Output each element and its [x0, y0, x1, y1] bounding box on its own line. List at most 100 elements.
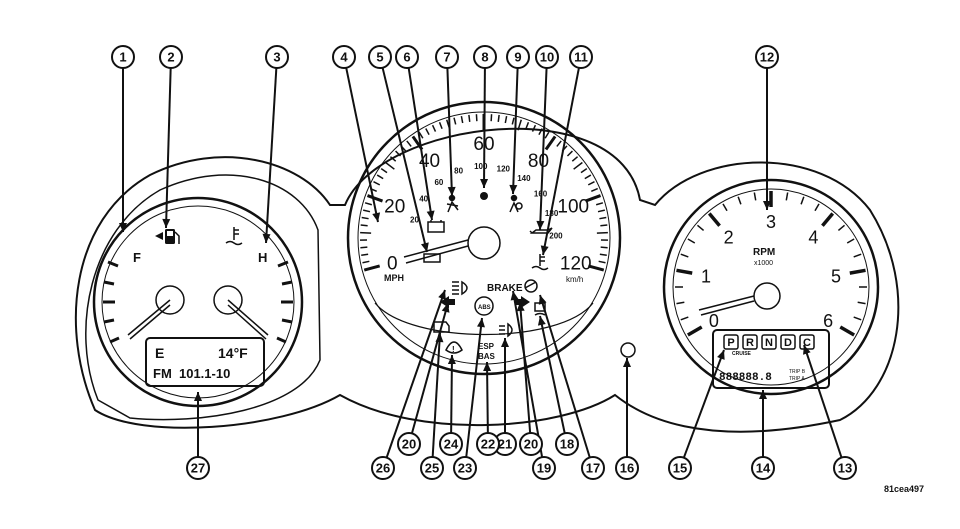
speedo-tick	[600, 224, 608, 227]
callout-circle	[265, 45, 289, 69]
fuel-needle	[127, 285, 185, 340]
speedo-mph-tick-label: 20	[384, 197, 405, 218]
speedo-unit-mph: MPH	[384, 273, 404, 283]
speedo-mph-tick-label: 80	[528, 151, 549, 172]
callout-arrowhead	[763, 201, 771, 210]
speedo-tick	[571, 156, 579, 162]
speedo-unit-kmh: km/h	[566, 275, 583, 284]
callout-circle	[368, 45, 392, 69]
brake-warning-label: BRAKE	[487, 283, 523, 294]
speedo-tick	[373, 181, 381, 186]
callout-arrowhead	[623, 358, 631, 367]
gear-label: P	[727, 337, 734, 349]
callout-leader	[165, 67, 172, 229]
tach-tick	[821, 212, 835, 227]
speedo-tick	[544, 135, 557, 151]
speedo-tick	[376, 174, 384, 180]
callout-leader	[345, 67, 379, 223]
temp-needle	[213, 285, 269, 340]
callout-arrowhead	[717, 350, 725, 360]
prndl-display	[712, 329, 830, 389]
speedo-tick	[389, 156, 397, 162]
speedo-tick	[511, 117, 515, 125]
temp-scale	[276, 260, 293, 344]
gear-label: C	[803, 337, 811, 349]
callout-leader	[385, 289, 446, 458]
callout-leader	[486, 361, 489, 434]
callout-number: 14	[756, 461, 771, 476]
speedo-tick	[364, 202, 373, 206]
speedo-tick	[366, 194, 384, 203]
speedo-tick	[504, 115, 508, 124]
callout-number: 24	[444, 437, 459, 452]
speedo-tick	[597, 209, 605, 213]
callout-number: 16	[620, 461, 634, 476]
gear-label: N	[765, 337, 773, 349]
callout-leader	[539, 67, 548, 231]
callout-number: 10	[540, 50, 554, 65]
speedo-kmh-tick-label: 80	[454, 167, 463, 176]
speedo-tick	[497, 114, 500, 122]
callout-circle	[615, 456, 639, 480]
tire-pressure-icon-mark: !	[452, 345, 455, 354]
gear-label: D	[784, 337, 792, 349]
tach-tick	[814, 203, 820, 212]
trip-reset-button[interactable]	[620, 342, 636, 358]
callout-leader	[431, 332, 441, 458]
tach-tick	[737, 196, 742, 205]
callout-leader	[410, 302, 449, 434]
callout-number: 19	[537, 461, 551, 476]
callout-leader	[483, 67, 486, 189]
callout-arrowhead	[435, 333, 444, 343]
speedo-tick	[517, 119, 523, 131]
callout-number: 8	[481, 50, 488, 65]
coolant-temp-icon	[225, 227, 243, 246]
callout-circle	[668, 456, 692, 480]
tach-tick	[753, 192, 757, 201]
callout-circle	[395, 45, 419, 69]
speedo-tick	[595, 202, 604, 206]
tach-tick	[857, 301, 866, 305]
callout-circle	[332, 45, 356, 69]
tach-unit: RPM	[753, 247, 775, 258]
trip-a-label: TRIP A	[789, 376, 805, 382]
callout-circle	[435, 45, 459, 69]
tach-tick-label: 1	[701, 267, 711, 287]
tach-tick-marks	[675, 191, 867, 337]
speedo-kmh-tick-label: 200	[549, 231, 563, 240]
callout-circle	[535, 45, 559, 69]
callout-arrowhead	[516, 302, 525, 312]
fuel-pump-icon	[155, 229, 180, 244]
callout-number: 7	[443, 50, 450, 65]
callout-circle	[186, 456, 210, 480]
tach-tick	[687, 238, 696, 244]
speedo-tick	[587, 181, 595, 186]
callout-circle	[111, 45, 135, 69]
callout-arrowhead	[426, 210, 435, 220]
callout-circle	[159, 45, 183, 69]
callout-arrowhead	[483, 362, 492, 372]
gear-box	[742, 334, 758, 350]
callout-arrowhead	[501, 338, 509, 347]
tach-multiplier: x1000	[754, 260, 773, 267]
speedo-tick	[587, 264, 605, 272]
callout-arrowhead	[262, 233, 271, 243]
callout-circle	[453, 456, 477, 480]
callout-circle	[581, 456, 605, 480]
speedo-tick	[590, 187, 599, 193]
tach-tick-label: 4	[808, 227, 818, 247]
cluster-housing	[74, 127, 900, 433]
speedo-tick	[599, 216, 607, 220]
radio-readout: FM 101.1-10	[153, 366, 230, 381]
speedo-tick	[385, 161, 395, 170]
brake-system-icon	[524, 279, 538, 293]
speedo-tick	[425, 128, 430, 136]
speedo-tick	[580, 168, 588, 174]
warning-dot-icon	[480, 192, 488, 200]
callout-leader	[450, 354, 453, 434]
esp-indicator-label: ESP	[478, 342, 495, 351]
high-temp-icon	[531, 254, 549, 271]
callout-leader	[512, 290, 544, 458]
